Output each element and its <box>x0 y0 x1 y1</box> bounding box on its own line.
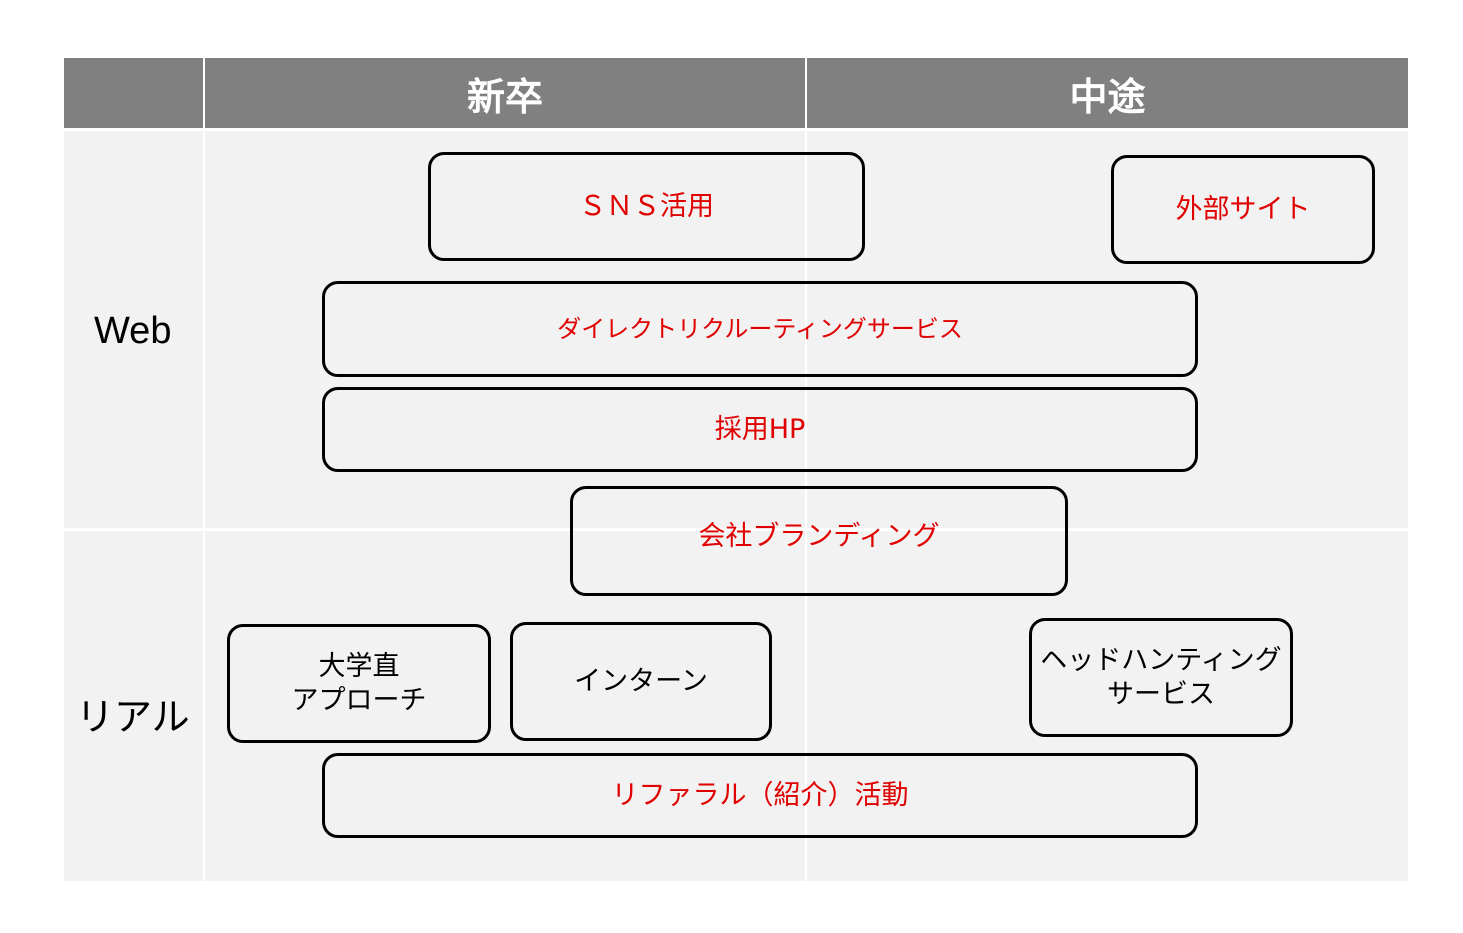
cell-real-mid-career <box>807 531 1408 881</box>
cell-real-new-graduate <box>205 531 805 881</box>
box-internship-label: インターン <box>574 665 708 697</box>
box-company-branding-label: 会社ブランディング <box>698 521 940 553</box>
cell-real-label <box>64 531 203 881</box>
cell-web-label <box>64 131 203 528</box>
box-headhunting-service-line2: サービス <box>1106 678 1215 710</box>
box-sns-usage: ＳＮＳ活用 <box>428 152 865 261</box>
box-recruit-hp-label: 採用HP <box>714 413 806 445</box>
row-label-real: リアル <box>76 697 190 739</box>
box-recruit-hp: 採用HP <box>322 387 1198 472</box>
box-referral-activity-label: リファラル（紹介）活動 <box>611 779 909 811</box>
header-mid-career: 中途 <box>807 58 1408 128</box>
box-sns-usage-label: ＳＮＳ活用 <box>579 190 714 222</box>
cell-web-new-graduate <box>205 131 805 528</box>
box-referral-activity: リファラル（紹介）活動 <box>322 753 1198 838</box>
box-company-branding: 会社ブランディング <box>570 486 1068 596</box>
box-headhunting-service: ヘッドハンティング サービス <box>1029 618 1293 737</box>
header-new-graduate: 新卒 <box>205 58 805 128</box>
box-external-site-label: 外部サイト <box>1175 193 1311 225</box>
row-label-web: Web <box>94 310 172 352</box>
header-corner-cell <box>64 58 203 128</box>
box-headhunting-service-line1: ヘッドハンティング <box>1040 644 1282 676</box>
box-university-approach-line2: アプローチ <box>291 684 427 716</box>
box-direct-recruiting: ダイレクトリクルーティングサービス <box>322 281 1198 377</box>
box-university-approach-line1: 大学直 <box>318 650 400 682</box>
box-internship: インターン <box>510 622 772 741</box>
box-university-approach: 大学直 アプローチ <box>227 624 491 743</box>
cell-web-mid-career <box>807 131 1408 528</box>
box-external-site: 外部サイト <box>1111 155 1375 264</box>
box-direct-recruiting-label: ダイレクトリクルーティングサービス <box>557 315 963 343</box>
